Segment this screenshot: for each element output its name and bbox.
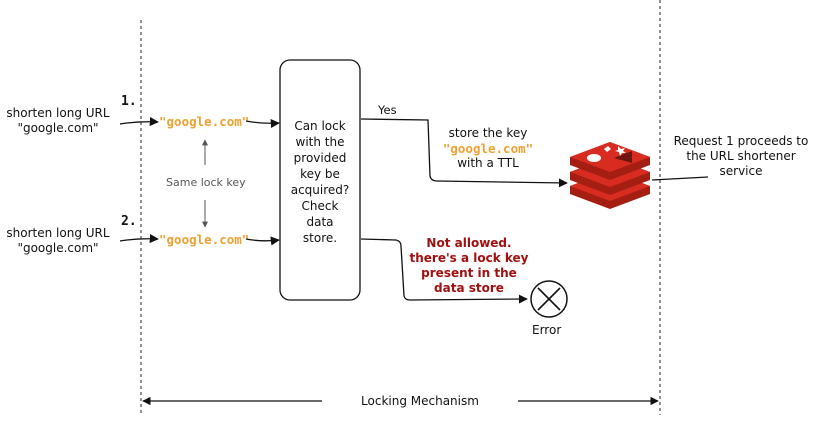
lock-box-line-5: acquired? <box>290 183 350 197</box>
proceeds-line2: the URL shortener <box>686 149 796 163</box>
not-allowed-arrow <box>360 238 528 304</box>
lock-box-line-3: provided <box>293 151 347 165</box>
request-2-arrow <box>119 234 159 244</box>
key-2-to-lock-arrow <box>245 236 280 246</box>
same-lock-key-label: Same lock key <box>166 176 246 189</box>
yes-arrow <box>360 118 568 188</box>
yes-label: Yes <box>378 103 397 117</box>
not-allowed-line1: Not allowed. <box>426 236 512 250</box>
lock-box-line-6: Check <box>301 199 339 213</box>
lock-check-box <box>279 59 361 301</box>
not-allowed-line4: data store <box>434 281 504 295</box>
request-1-line1: shorten long URL <box>6 106 110 120</box>
not-allowed-line2: there's a lock key <box>409 251 529 265</box>
store-key-text: store the key "google.com" with a TTL <box>433 126 543 171</box>
error-x-circle-icon <box>530 280 568 318</box>
lock-box-line-8: store. <box>302 231 338 245</box>
lock-box-line-1: Can lock <box>294 119 346 133</box>
not-allowed-text: Not allowed. there's a lock key present … <box>402 236 536 296</box>
lock-box-line-2: with the <box>295 135 345 149</box>
key-1-to-lock-arrow <box>245 118 280 129</box>
store-key-value: "google.com" <box>442 141 534 156</box>
not-allowed-line3: present in the <box>421 266 517 280</box>
lock-box-line-4: key be <box>300 167 340 181</box>
request-1-line2: "google.com" <box>17 121 99 135</box>
request-1-number: 1. <box>121 94 137 109</box>
request-2-line1: shorten long URL <box>6 226 110 240</box>
lock-box-line-7: data <box>306 215 334 229</box>
store-key-line1: store the key <box>448 126 528 140</box>
store-key-line3: with a TTL <box>457 156 519 170</box>
request-1-text: shorten long URL "google.com" <box>2 106 114 136</box>
request-1-arrow <box>119 117 159 127</box>
proceed-arrow <box>651 176 709 181</box>
request-2-key: "google.com" <box>159 232 250 247</box>
request-2-text: shorten long URL "google.com" <box>2 226 114 256</box>
request-2-number: 2. <box>121 214 137 229</box>
lock-box-text: Can lock with the provided key be acquir… <box>280 118 360 246</box>
proceeds-text: Request 1 proceeds to the URL shortener … <box>664 134 818 179</box>
proceeds-line1: Request 1 proceeds to <box>673 134 809 148</box>
redis-logo-icon <box>570 142 650 209</box>
request-1-key: "google.com" <box>159 114 250 129</box>
locking-mechanism-label: Locking Mechanism <box>361 394 479 408</box>
proceeds-line3: service <box>719 164 763 178</box>
error-label: Error <box>532 323 562 337</box>
request-2-line2: "google.com" <box>17 241 99 255</box>
